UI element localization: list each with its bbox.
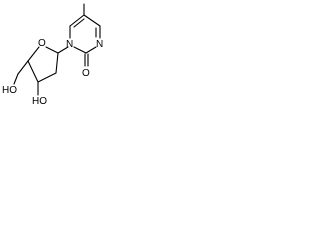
bond-c1prime-c2prime <box>55 52 59 74</box>
bond-c5-c6-double <box>73 18 85 28</box>
structure-canvas: O N N O HO HO <box>0 0 132 115</box>
hydroxyl-3-label: HO <box>32 96 47 107</box>
bond-c5prime-o5prime <box>13 73 19 85</box>
hydroxyl-5-label: HO <box>2 85 17 96</box>
bond-n1-c2 <box>73 46 87 54</box>
bond-c4-c5 <box>83 14 101 27</box>
n3-label: N <box>96 39 103 50</box>
bond-c4prime-c5prime <box>17 60 29 75</box>
n1-label: N <box>66 39 73 50</box>
bond-c2-n3 <box>85 46 97 54</box>
pyrimidine-ring <box>69 3 101 67</box>
carbonyl-oxygen-label: O <box>82 68 90 79</box>
bond-n1-c1prime <box>57 46 69 54</box>
bond-o4prime-c4prime <box>27 46 40 62</box>
ring-oxygen-label: O <box>38 38 46 49</box>
sugar-ring <box>13 46 69 96</box>
molecule-diagram: O N N O HO HO <box>2 3 103 107</box>
bond-c1prime-o4prime <box>45 46 59 54</box>
bond-c5-c6 <box>69 14 85 27</box>
bond-c2prime-c3prime <box>37 72 57 83</box>
bond-c3prime-c4prime <box>27 60 39 83</box>
